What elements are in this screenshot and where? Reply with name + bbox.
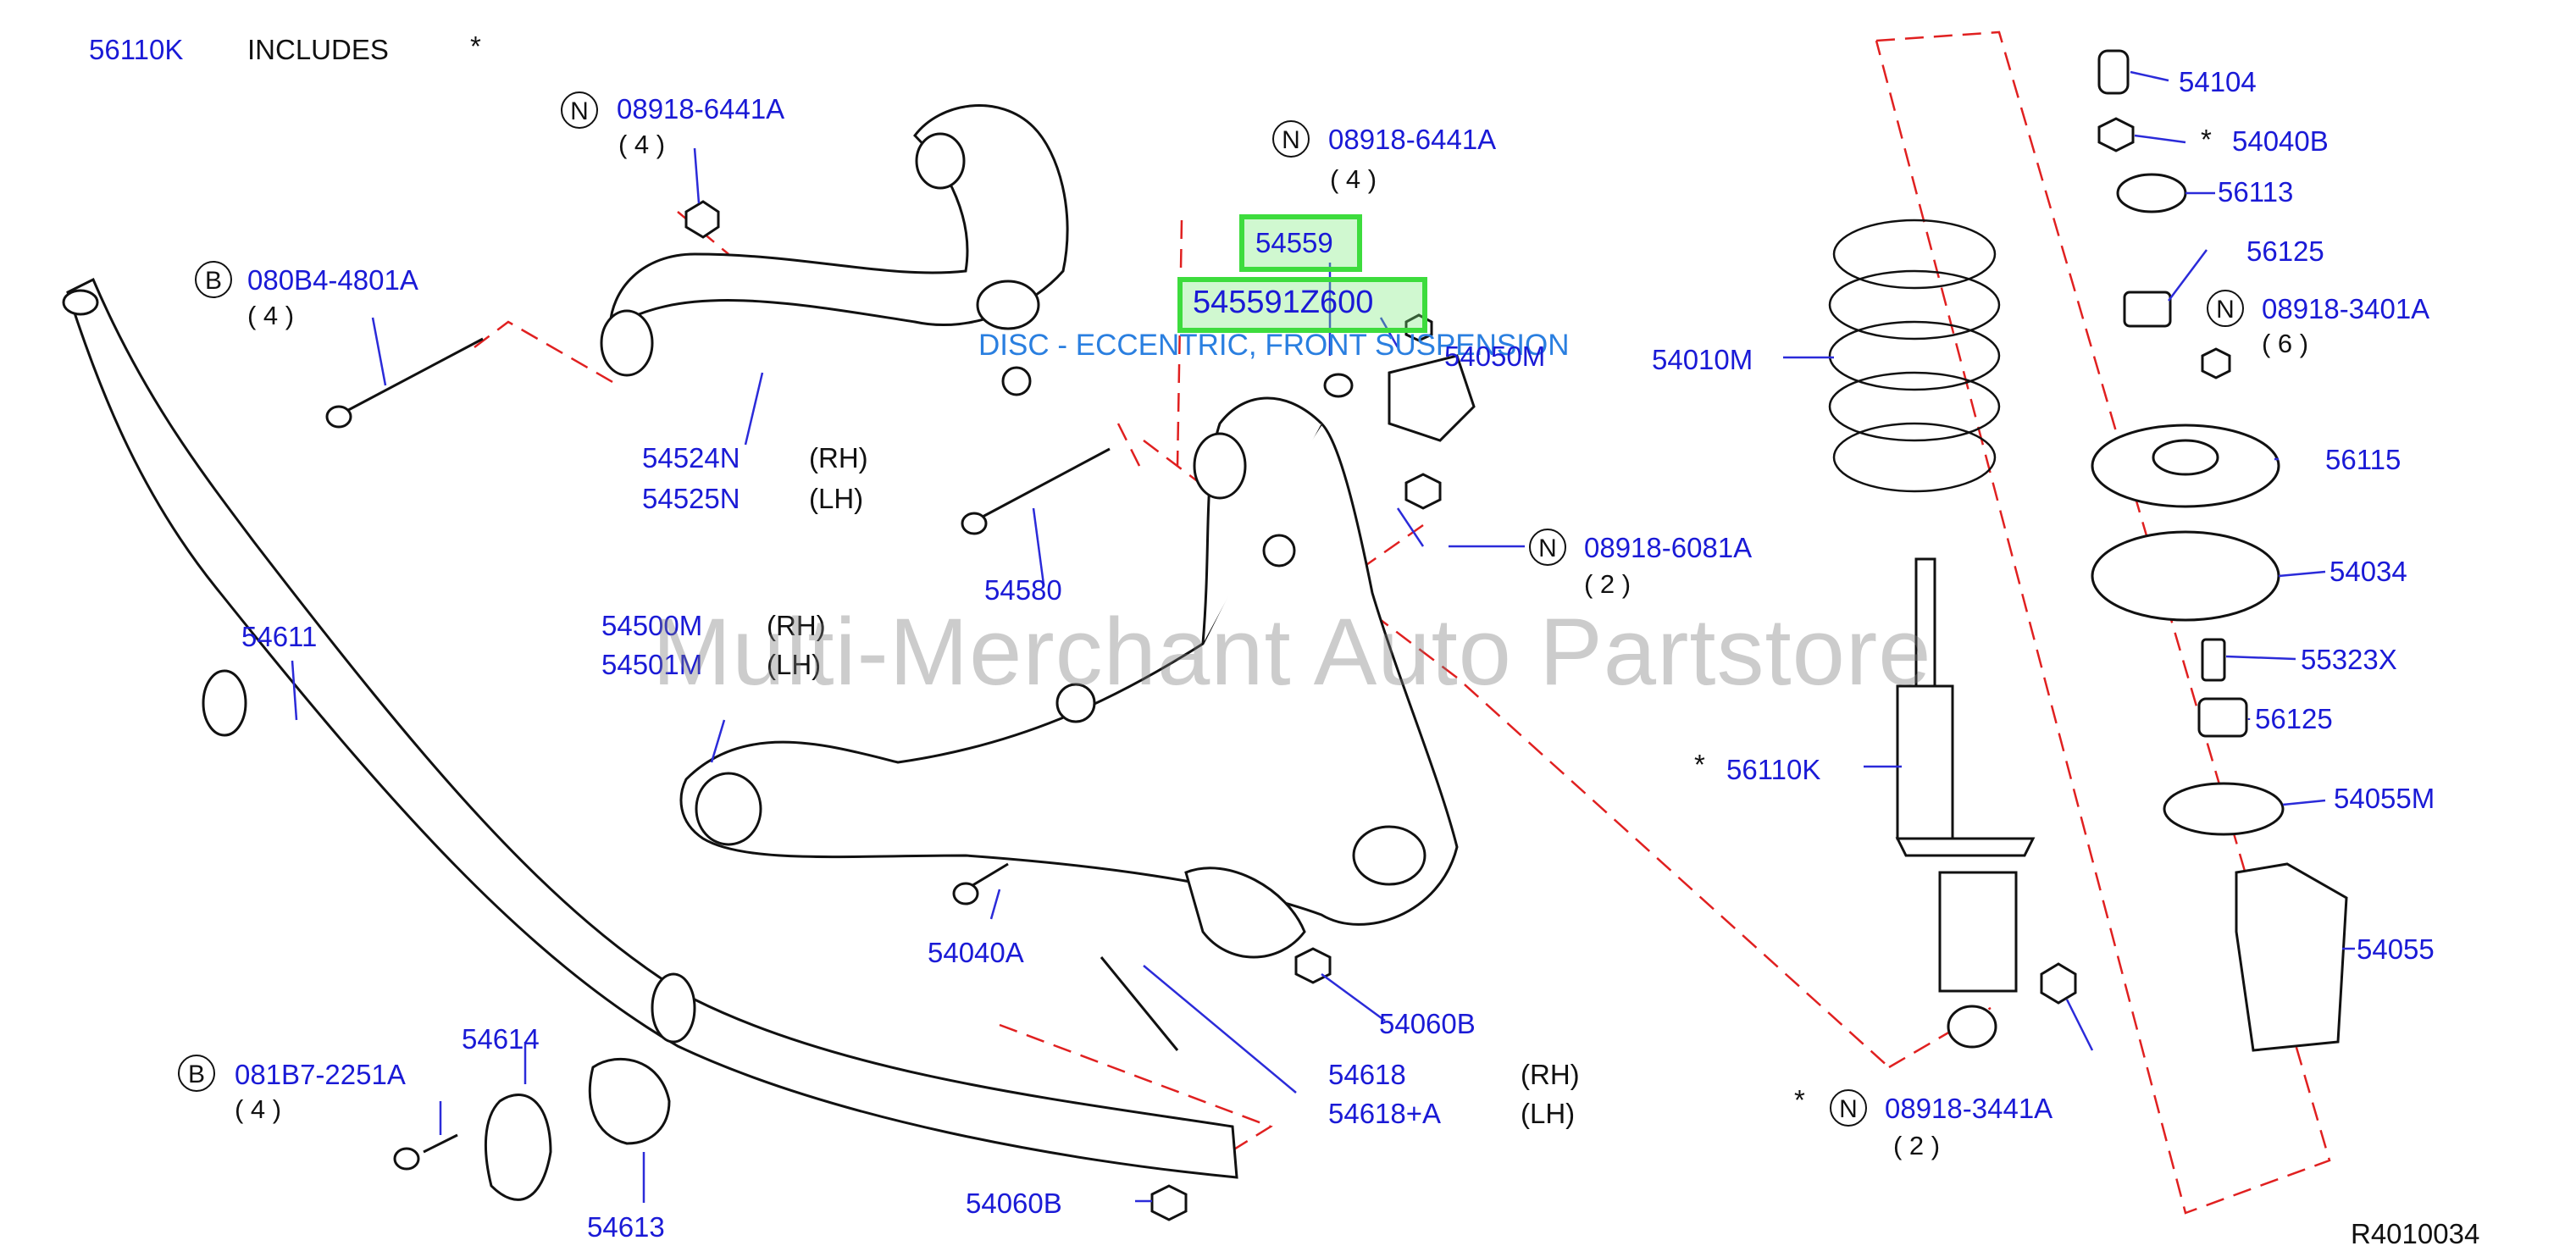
side-54618: (RH) — [1521, 1059, 1580, 1090]
header-includes-label: INCLUDES — [247, 34, 389, 65]
part-label-56125-top[interactable]: 56125 — [2246, 235, 2324, 267]
part-label-54040a[interactable]: 54040A — [928, 937, 1024, 968]
part-label-55323x[interactable]: 55323X — [2301, 644, 2397, 675]
part-label-54060b-bottom[interactable]: 54060B — [966, 1188, 1062, 1219]
part-label-54104[interactable]: 54104 — [2179, 66, 2257, 97]
side-54501m: (LH) — [767, 649, 822, 680]
b-marker: B — [178, 1055, 215, 1092]
part-label-54524n[interactable]: 54524N — [642, 442, 740, 473]
part-label-080b4-4801a[interactable]: 080B4-4801A — [247, 264, 418, 296]
n-marker: N — [1272, 120, 1310, 158]
watermark-text: Multi-Merchant Auto Partstore — [652, 599, 1932, 705]
part-label-54614[interactable]: 54614 — [462, 1023, 540, 1055]
part-label-54525n[interactable]: 54525N — [642, 483, 740, 514]
side-54500m: (RH) — [767, 610, 826, 641]
part-label-54500m[interactable]: 54500M — [601, 610, 703, 641]
part-label-081b7-2251a[interactable]: 081B7-2251A — [235, 1059, 406, 1090]
part-label-54613[interactable]: 54613 — [587, 1211, 665, 1243]
header-asterisk: * — [470, 30, 481, 62]
part-label-54618[interactable]: 54618 — [1328, 1059, 1406, 1090]
part-label-54034[interactable]: 54034 — [2329, 556, 2407, 587]
part-label-08918-6081a[interactable]: 08918-6081A — [1584, 532, 1753, 563]
coil-spring — [1828, 219, 2001, 493]
asterisk-08918-3441a: * — [1794, 1084, 1805, 1116]
qty-08918-3401a: ( 6 ) — [2262, 329, 2309, 358]
part-label-54055m[interactable]: 54055M — [2334, 783, 2435, 814]
part-label-56115[interactable]: 56115 — [2325, 444, 2401, 475]
part-label-54618a[interactable]: 54618+A — [1328, 1098, 1442, 1129]
shock-absorber — [1895, 557, 2077, 1049]
part-label-54580[interactable]: 54580 — [984, 574, 1062, 606]
asterisk-56110k: * — [1694, 749, 1705, 780]
part-label-54501m[interactable]: 54501M — [601, 649, 703, 680]
part-label-54050m[interactable]: 54050M — [1444, 341, 1546, 372]
part-label-54055[interactable]: 54055 — [2357, 933, 2435, 965]
part-label-54060b-mid[interactable]: 54060B — [1379, 1008, 1476, 1039]
part-label-56125-bottom[interactable]: 56125 — [2255, 703, 2333, 734]
qty-08918-6441a-left: ( 4 ) — [618, 130, 666, 159]
side-54618a: (LH) — [1521, 1098, 1576, 1129]
highlight-box-545591z600[interactable] — [1177, 277, 1427, 333]
qty-08918-6441a-right: ( 4 ) — [1330, 164, 1377, 194]
part-label-08918-6441a-right[interactable]: 08918-6441A — [1328, 124, 1497, 155]
part-label-08918-3441a[interactable]: 08918-3441A — [1885, 1093, 2053, 1124]
part-label-08918-3401a[interactable]: 08918-3401A — [2262, 293, 2430, 324]
qty-080b4-4801a: ( 4 ) — [247, 301, 295, 330]
qty-081b7-2251a: ( 4 ) — [235, 1094, 282, 1124]
n-marker: N — [561, 91, 598, 129]
hardware — [325, 200, 1476, 1221]
lower-control-arm — [679, 396, 1459, 926]
part-label-54040b[interactable]: 54040B — [2232, 125, 2329, 157]
n-marker: N — [1529, 529, 1566, 566]
qty-08918-3441a: ( 2 ) — [1893, 1131, 1941, 1160]
highlighted-part-label[interactable]: 54559 — [1255, 227, 1333, 258]
highlighted-full-part-number[interactable]: 545591Z600 — [1193, 285, 1374, 320]
n-marker: N — [1830, 1089, 1867, 1127]
part-label-08918-6441a-left[interactable]: 08918-6441A — [617, 93, 785, 125]
part-label-56110k[interactable]: 56110K — [1726, 754, 1821, 785]
highlight-box-54559[interactable] — [1239, 214, 1362, 272]
leader-lines — [291, 70, 2355, 1203]
part-label-54611[interactable]: 54611 — [241, 621, 318, 652]
qty-08918-6081a: ( 2 ) — [1584, 569, 1631, 599]
strut-top-stack — [2091, 49, 2348, 1052]
b-marker: B — [195, 261, 232, 298]
side-54525n: (LH) — [809, 483, 864, 514]
upper-control-arm — [600, 104, 1069, 396]
header-part-number[interactable]: 56110K — [89, 34, 184, 65]
part-label-56113[interactable]: 56113 — [2218, 176, 2294, 208]
part-label-54010m[interactable]: 54010M — [1652, 344, 1753, 375]
stabilizer-bar — [62, 277, 1238, 1179]
highlighted-part-description: DISC - ECCENTRIC, FRONT SUSPENSION — [978, 329, 1570, 362]
n-marker: N — [2207, 290, 2244, 327]
side-54524n: (RH) — [809, 442, 868, 473]
asterisk-54040b: * — [2201, 124, 2212, 155]
diagram-code: R4010034 — [2351, 1218, 2480, 1249]
